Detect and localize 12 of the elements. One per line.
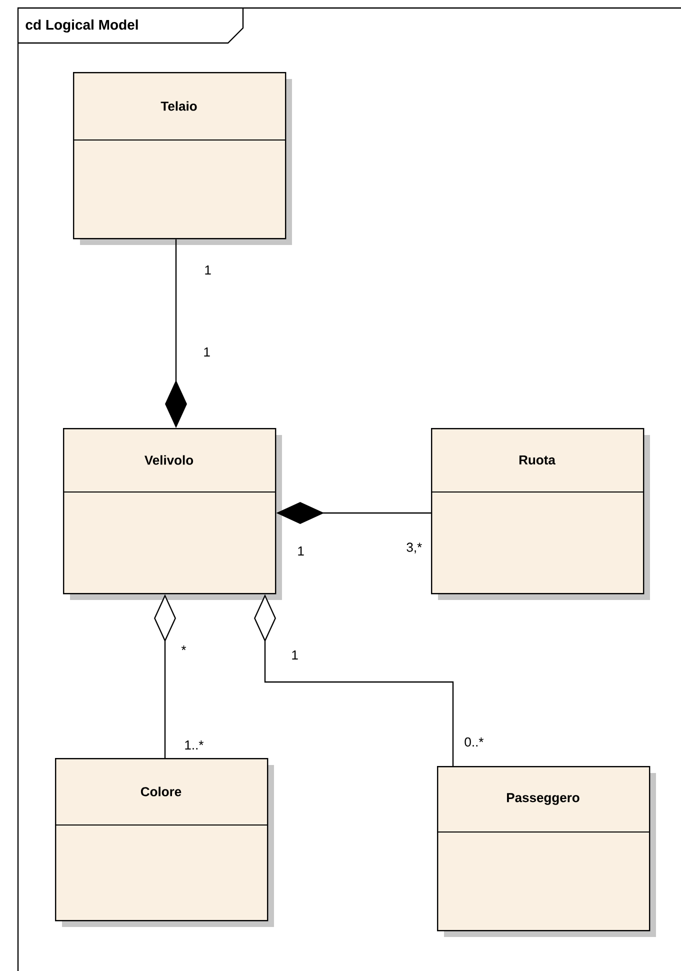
class-box: Passeggero — [436, 766, 656, 937]
multiplicity: 1 — [204, 348, 210, 356]
class-box: Colore — [54, 758, 274, 927]
multiplicity: 1 — [292, 650, 298, 660]
class-box: Telaio — [72, 72, 292, 245]
multiplicity: * — [181, 646, 186, 650]
class-box: Ruota — [430, 428, 650, 600]
multiplicity: 0..* — [464, 737, 484, 747]
multiplicity: 1 — [205, 266, 211, 274]
class-box: Velivolo — [62, 428, 282, 600]
frame-title-tab: cd Logical Model — [18, 8, 244, 44]
multiplicity: 1 — [298, 546, 304, 556]
